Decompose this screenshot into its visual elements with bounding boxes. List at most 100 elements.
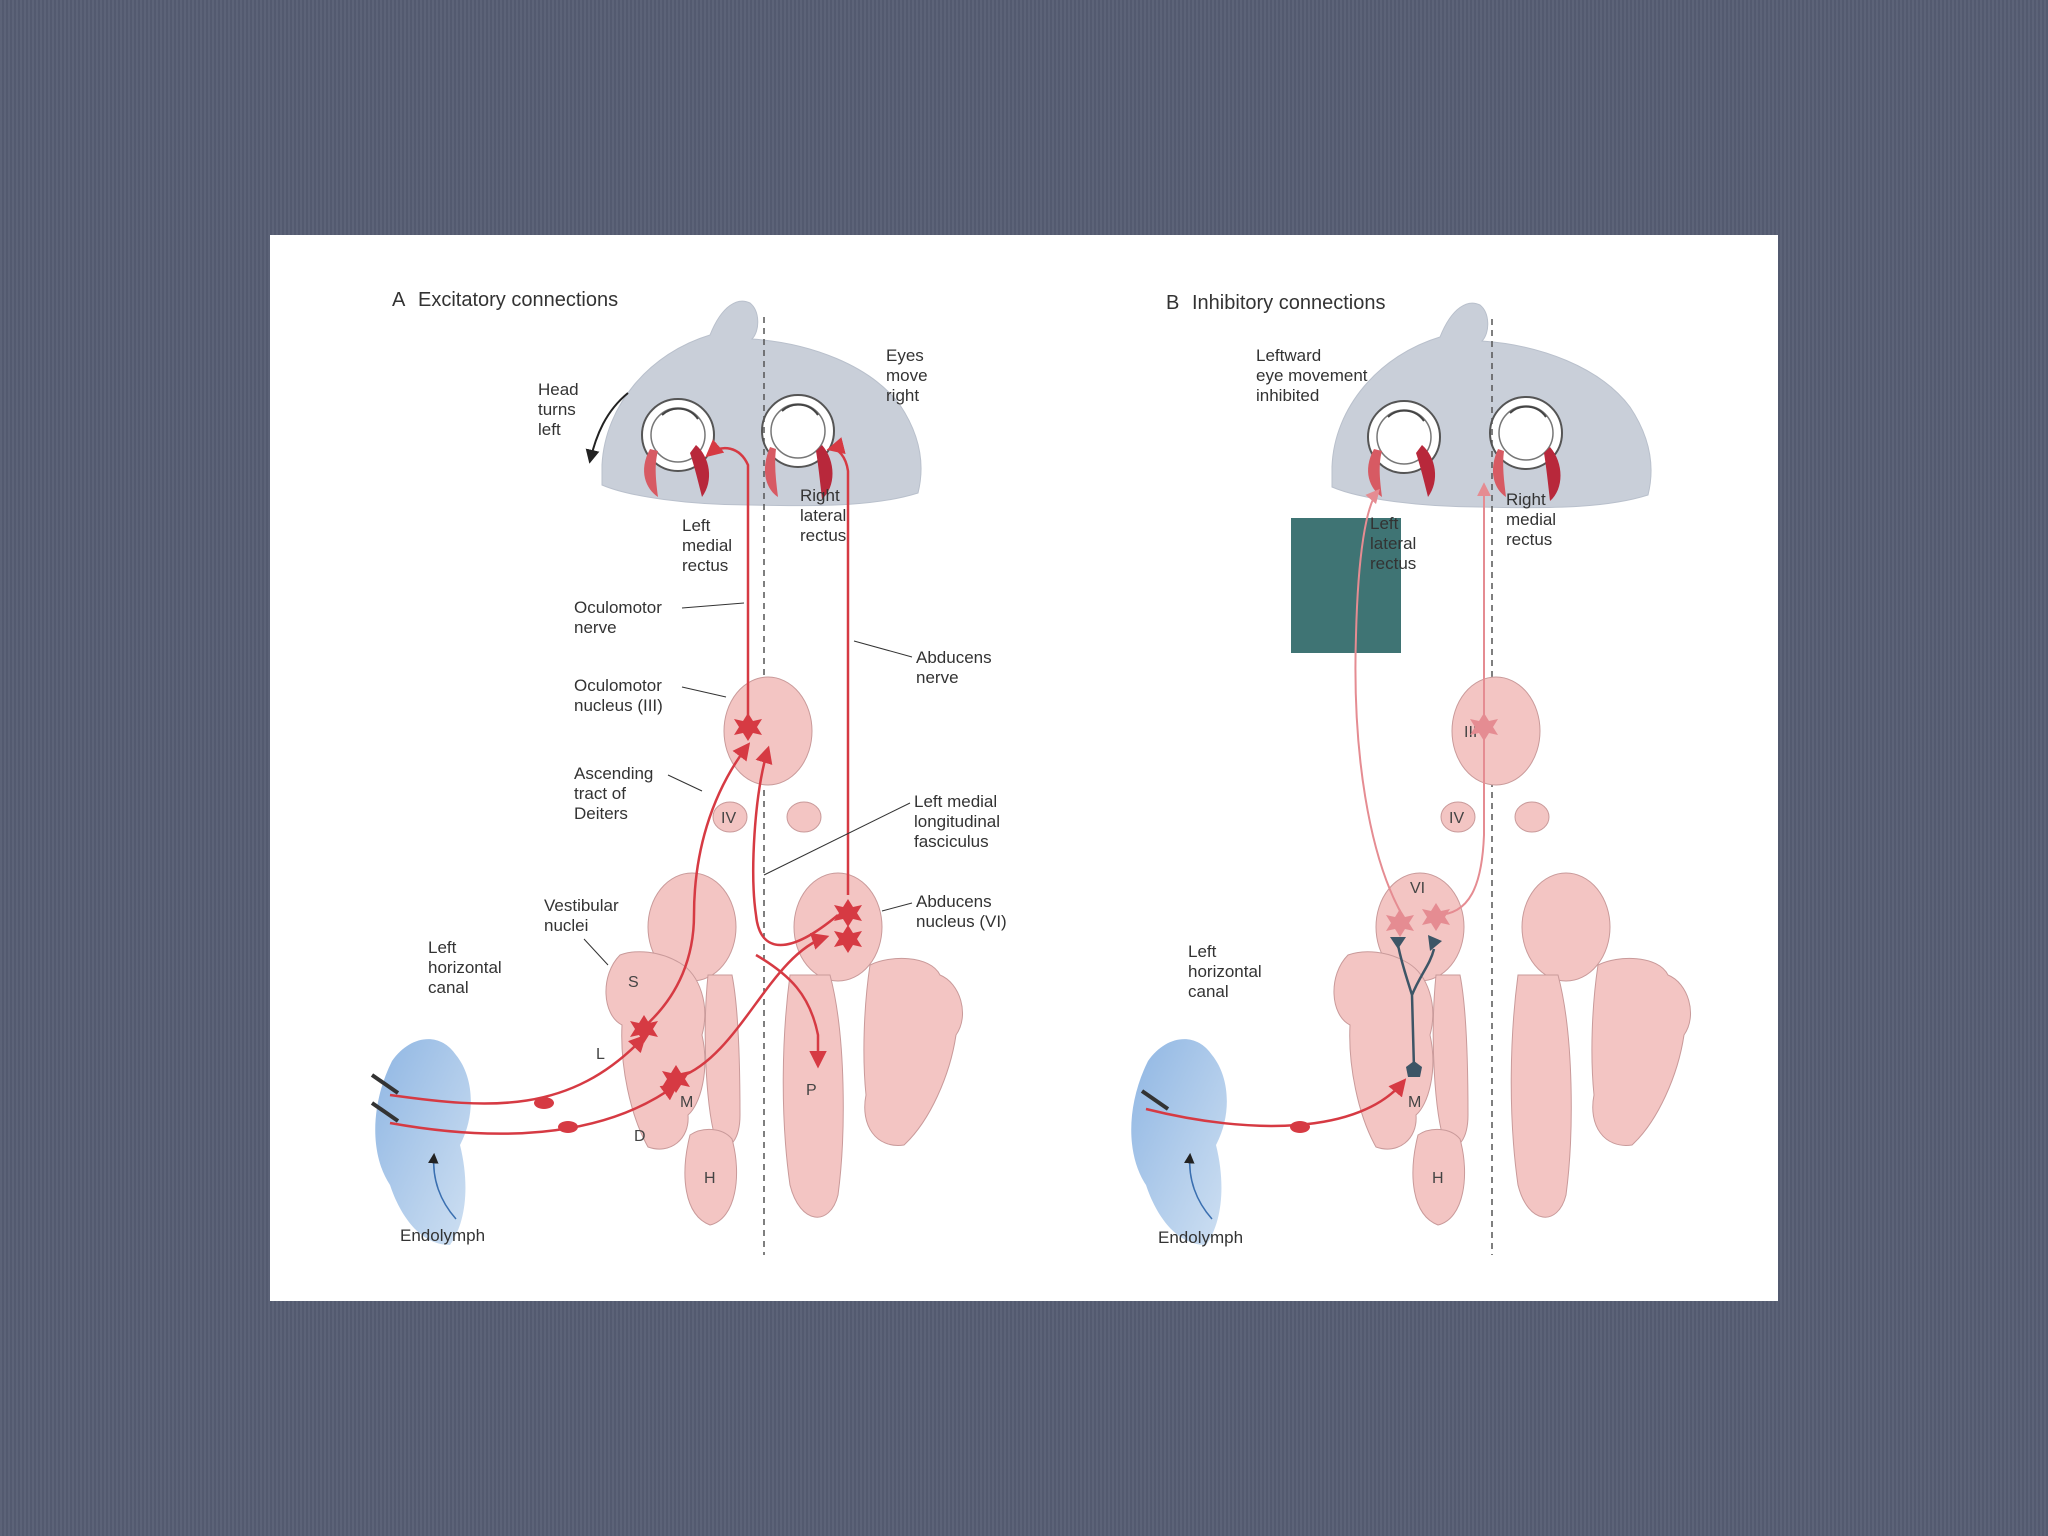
panel-a-title: Excitatory connections xyxy=(418,289,618,311)
ganglion-cell-upper xyxy=(534,1097,554,1109)
svg-text:eye movement: eye movement xyxy=(1256,366,1368,385)
neuron-iii-faint xyxy=(1470,713,1498,741)
panel-b: B Inhibitory connections III IV xyxy=(1131,292,1692,1255)
left-lateral-muscle xyxy=(644,449,658,497)
endolymph-flow-arrow-a xyxy=(428,1152,457,1220)
vor-diagram: A Excitatory connections xyxy=(370,289,1692,1255)
oculomotor-nerve-path xyxy=(705,439,750,727)
panel-b-title: Inhibitory connections xyxy=(1192,292,1385,314)
nucleus-iv-label-a: IV xyxy=(721,810,736,827)
mlf-descending-path xyxy=(755,953,827,1069)
canal-afferent-upper xyxy=(389,1034,647,1105)
svg-text:horizontal: horizontal xyxy=(1188,962,1262,981)
svg-text:turns: turns xyxy=(538,400,576,419)
nucleus-iii-label-b: III xyxy=(1464,724,1477,741)
neuron-abducens-2 xyxy=(834,925,862,953)
label-right-medial-rectus-b: Right medial rectus xyxy=(1506,490,1556,549)
abducens-nucleus-right-b xyxy=(1521,872,1611,982)
figure-panel: A Excitatory connections xyxy=(270,235,1778,1301)
hair-cell-lower xyxy=(370,1101,400,1123)
svg-text:Eyes: Eyes xyxy=(886,346,924,365)
svg-text:horizontal: horizontal xyxy=(428,958,502,977)
svg-text:longitudinal: longitudinal xyxy=(914,812,1000,831)
svg-text:rectus: rectus xyxy=(682,556,728,575)
svg-text:tract of: tract of xyxy=(574,784,626,803)
trochlear-nucleus-left-a xyxy=(712,801,748,833)
label-endolymph-a: Endolymph xyxy=(400,1226,485,1245)
endolymph-flow-arrow-b xyxy=(1184,1152,1213,1220)
trochlear-nucleus-right-a xyxy=(786,801,822,833)
svg-text:nerve: nerve xyxy=(916,668,959,687)
svg-text:Abducens: Abducens xyxy=(916,648,992,667)
hair-cell-b xyxy=(1140,1089,1170,1111)
left-horizontal-canal-a xyxy=(375,1039,471,1245)
svg-text:lateral: lateral xyxy=(1370,534,1416,553)
inhibitory-terminal-left xyxy=(1390,937,1406,949)
svg-text:Oculomotor: Oculomotor xyxy=(574,676,662,695)
hair-cell-upper xyxy=(370,1073,400,1095)
svg-text:Vestibular: Vestibular xyxy=(544,896,619,915)
panel-a: A Excitatory connections xyxy=(370,289,1007,1255)
svg-text:right: right xyxy=(886,386,919,405)
nucleus-h-left-b xyxy=(1412,1129,1466,1226)
right-medial-rectus-muscle-b xyxy=(1492,449,1506,497)
svg-text:nerve: nerve xyxy=(574,618,617,637)
nucleus-m-label-b: M xyxy=(1408,1094,1421,1111)
svg-text:rectus: rectus xyxy=(1506,530,1552,549)
svg-text:Leftward: Leftward xyxy=(1256,346,1321,365)
label-eyes-move-right: Eyes move right xyxy=(886,346,928,405)
trochlear-nucleus-left-b xyxy=(1440,801,1476,833)
neuron-vi-2-faint xyxy=(1422,903,1450,931)
svg-text:move: move xyxy=(886,366,928,385)
label-abducens-nerve: Abducens nerve xyxy=(853,640,992,687)
svg-text:Left: Left xyxy=(1188,942,1217,961)
left-medial-rectus-muscle xyxy=(690,445,710,497)
nucleus-vi-label-b: VI xyxy=(1410,880,1425,897)
inhibitory-neuron-soma xyxy=(1406,1061,1422,1077)
prepositus-left-b xyxy=(1432,974,1469,1149)
label-ascending-tract: Ascending tract of Deiters xyxy=(574,764,703,823)
nucleus-m-label-a: M xyxy=(680,1094,693,1111)
svg-text:Oculomotor: Oculomotor xyxy=(574,598,662,617)
svg-text:rectus: rectus xyxy=(800,526,846,545)
svg-text:Left: Left xyxy=(428,938,457,957)
canal-afferent-lower xyxy=(389,1082,679,1135)
svg-text:left: left xyxy=(538,420,561,439)
abducens-nerve-path xyxy=(826,437,850,895)
svg-text:medial: medial xyxy=(682,536,732,555)
svg-text:Right: Right xyxy=(800,486,840,505)
label-left-horizontal-canal-b: Left horizontal canal xyxy=(1188,942,1262,1001)
right-lateral-muscle-b xyxy=(1544,447,1561,501)
label-abducens-nucleus: Abducens nucleus (VI) xyxy=(881,892,1007,931)
panel-b-letter: B xyxy=(1166,292,1179,314)
left-lateral-rectus-muscle-b xyxy=(1368,449,1382,497)
fibre-to-left-lateral-rectus xyxy=(1354,488,1401,912)
label-left-horizontal-canal-a: Left horizontal canal xyxy=(428,938,502,997)
neuron-vi-1-faint xyxy=(1386,909,1414,937)
svg-text:Ascending: Ascending xyxy=(574,764,653,783)
nucleus-d-label-a: D xyxy=(634,1128,646,1145)
label-left-medial-rectus: Left medial rectus xyxy=(682,516,732,575)
nucleus-h-label-b: H xyxy=(1432,1170,1444,1187)
prepositus-right-b xyxy=(1510,974,1572,1218)
svg-text:nuclei: nuclei xyxy=(544,916,588,935)
head-turn-arrow xyxy=(585,392,629,464)
accent-block xyxy=(1291,518,1401,653)
right-medial-muscle xyxy=(764,447,778,497)
prepositus-left-a xyxy=(704,974,741,1149)
vestibular-nuclei-b xyxy=(1333,951,1434,1150)
neuron-medial-vestibular xyxy=(662,1065,690,1093)
svg-text:Left: Left xyxy=(682,516,711,535)
inhibitory-terminal-right xyxy=(1428,935,1442,951)
inhibitory-neuron-axon xyxy=(1396,944,1436,1070)
svg-text:Deiters: Deiters xyxy=(574,804,628,823)
label-head-turns-left: Head turns left xyxy=(538,380,579,439)
label-left-lateral-rectus-b: Left lateral rectus xyxy=(1370,514,1416,573)
nucleus-l-label-a: L xyxy=(596,1046,605,1063)
svg-text:Left: Left xyxy=(1370,514,1399,533)
vestibular-right-a xyxy=(863,957,964,1146)
neuron-oculomotor xyxy=(734,713,762,741)
svg-text:nucleus (III): nucleus (III) xyxy=(574,696,663,715)
svg-text:Abducens: Abducens xyxy=(916,892,992,911)
vestibular-to-abducens-path xyxy=(679,932,830,1079)
